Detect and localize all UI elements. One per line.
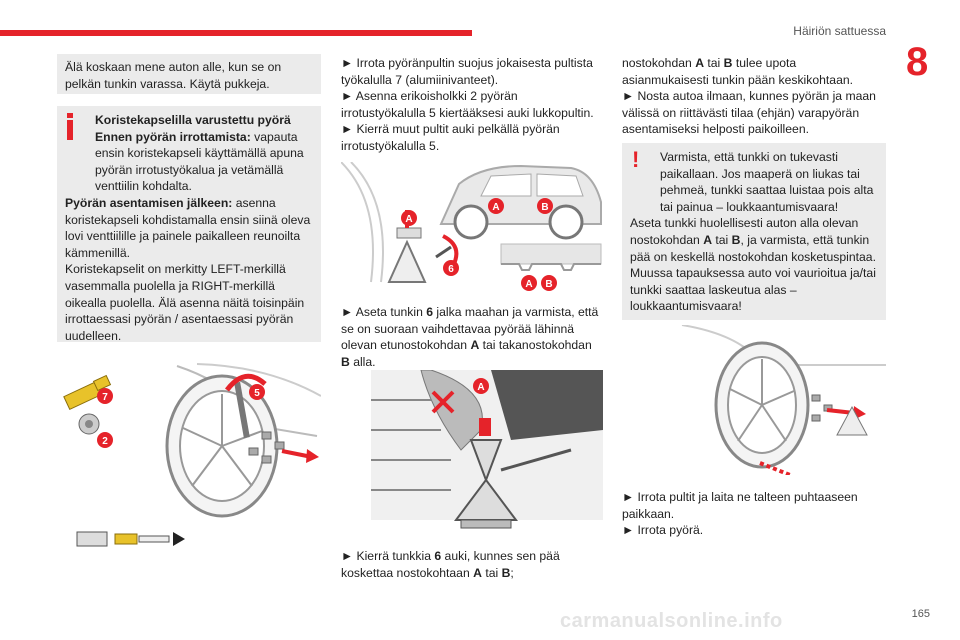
info-after-label: Pyörän asentamisen jälkeen:	[65, 195, 233, 210]
fig2-label-b-sill: B	[545, 279, 552, 290]
watermark: carmanualsonline.info	[560, 610, 783, 632]
header-accent-bar	[0, 30, 472, 36]
fig2-label-b-car: B	[541, 202, 548, 213]
col3-steps-bottom: ► Irrota pultit ja laita ne talteen puht…	[622, 489, 886, 539]
step-position-jack: ► Aseta tunkin 6 jalka maahan ja varmist…	[341, 305, 599, 369]
info-title: Koristekapselilla varustettu pyörä	[95, 113, 291, 127]
info-before-text: vapauta ensin koristekapseli käyttämällä…	[95, 129, 304, 194]
info-box-hubcap: Koristekapselilla varustettu pyörä Ennen…	[57, 106, 321, 343]
step-raise-car: ► Nosta autoa ilmaan, kunnes pyörän ja m…	[622, 89, 876, 137]
col2-steps-top: ► Irrota pyöränpultin suojus jokaisesta …	[341, 55, 603, 155]
step-store-bolts: ► Irrota pultit ja laita ne talteen puht…	[622, 490, 858, 521]
chapter-number: 8	[906, 40, 929, 84]
fig2-label-6: 6	[448, 264, 454, 275]
info-before: Ennen pyörän irrottamista: vapauta ensin…	[65, 129, 313, 195]
warning-placement: Aseta tunkki huolellisesti auton alla ol…	[630, 216, 876, 314]
fig3-label-a: A	[477, 382, 484, 393]
fig1-label-7: 7	[102, 392, 108, 403]
figure-wheel-bolts: 7 2 5	[63, 363, 321, 547]
page-number: 165	[911, 608, 930, 620]
info-before-label: Ennen pyörän irrottamista:	[95, 129, 251, 144]
info-after-text: asenna koristekapseli kohdistamalla ensi…	[65, 195, 311, 260]
fig2-label-a-jack: A	[405, 214, 412, 225]
warning-stability: Varmista, että tunkki on tukevasti paika…	[660, 150, 874, 214]
col3-steps-top: nostokohdan A tai B tulee upota asianmuk…	[622, 55, 886, 138]
step-fit-socket: ► Asenna erikoisholkki 2 pyörän irrotust…	[341, 89, 594, 120]
step-remove-covers: ► Irrota pyöränpultin suojus jokaisesta …	[341, 56, 593, 87]
info-last: Koristekapselit on merkitty LEFT-merkill…	[65, 262, 305, 343]
figure-jack-points: A B A 6 A B	[341, 162, 602, 291]
section-title: Häiriön sattuessa	[793, 24, 886, 38]
col2-step-position-jack: ► Aseta tunkin 6 jalka maahan ja varmist…	[341, 304, 603, 370]
fig2-label-a-car: A	[492, 202, 499, 213]
figure-jack-under-car: A	[371, 370, 603, 529]
step-turn-jack: ► Kierrä tunkkia 6 auki, kunnes sen pää …	[341, 549, 560, 580]
warning-text: Älä koskaan mene auton alle, kun se on p…	[65, 60, 282, 91]
warning-box-jack-stability: ! Varmista, että tunkki on tukevasti pai…	[622, 143, 886, 320]
fig2-label-a-sill: A	[525, 279, 532, 290]
info-after: Pyörän asentamisen jälkeen: asenna koris…	[65, 195, 313, 261]
warning-icon: !	[632, 147, 640, 172]
figure-remove-bolts	[681, 325, 886, 475]
col2-step-turn-jack: ► Kierrä tunkkia 6 auki, kunnes sen pää …	[341, 548, 603, 581]
fig1-label-2: 2	[102, 436, 108, 447]
step-continued: nostokohdan A tai B tulee upota asianmuk…	[622, 56, 854, 87]
step-remove-wheel: ► Irrota pyörä.	[622, 523, 704, 538]
warning-box-jack: Älä koskaan mene auton alle, kun se on p…	[57, 54, 321, 94]
step-loosen-bolts: ► Kierrä muut pultit auki pelkällä pyörä…	[341, 122, 560, 153]
fig1-label-5: 5	[254, 388, 260, 399]
info-icon	[67, 113, 73, 140]
